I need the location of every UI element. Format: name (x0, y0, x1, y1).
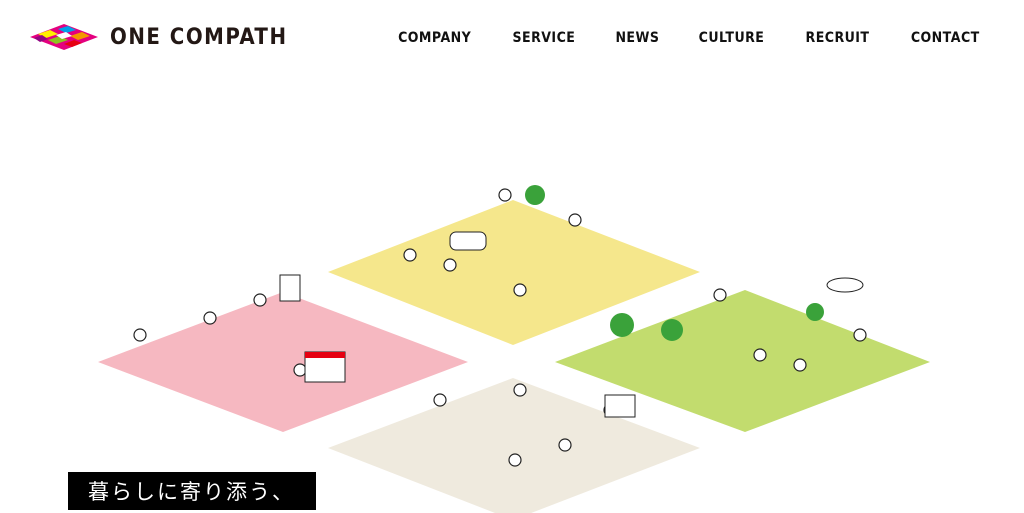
main-nav: COMPANY SERVICE NEWS CULTURE RECRUIT CON… (394, 30, 984, 46)
zone-beige (328, 378, 700, 513)
logo-text: ONE COMPATH (110, 24, 288, 50)
nav-culture[interactable]: CULTURE (699, 30, 765, 46)
hero-catchphrase: 暮らしに寄り添う、 (68, 472, 316, 510)
logo[interactable]: ONE COMPATH (30, 24, 288, 50)
zone-green (555, 290, 930, 432)
accents (279, 231, 864, 418)
logo-mark-icon (30, 24, 98, 50)
nav-company[interactable]: COMPANY (397, 30, 471, 46)
nav-news[interactable]: NEWS (615, 30, 659, 46)
nav-contact[interactable]: CONTACT (911, 30, 981, 46)
zone-yellow (328, 200, 700, 345)
nav-service[interactable]: SERVICE (512, 30, 576, 46)
people (133, 188, 867, 467)
trees (525, 185, 824, 341)
nav-recruit[interactable]: RECRUIT (806, 30, 870, 46)
zone-pink (98, 292, 468, 432)
